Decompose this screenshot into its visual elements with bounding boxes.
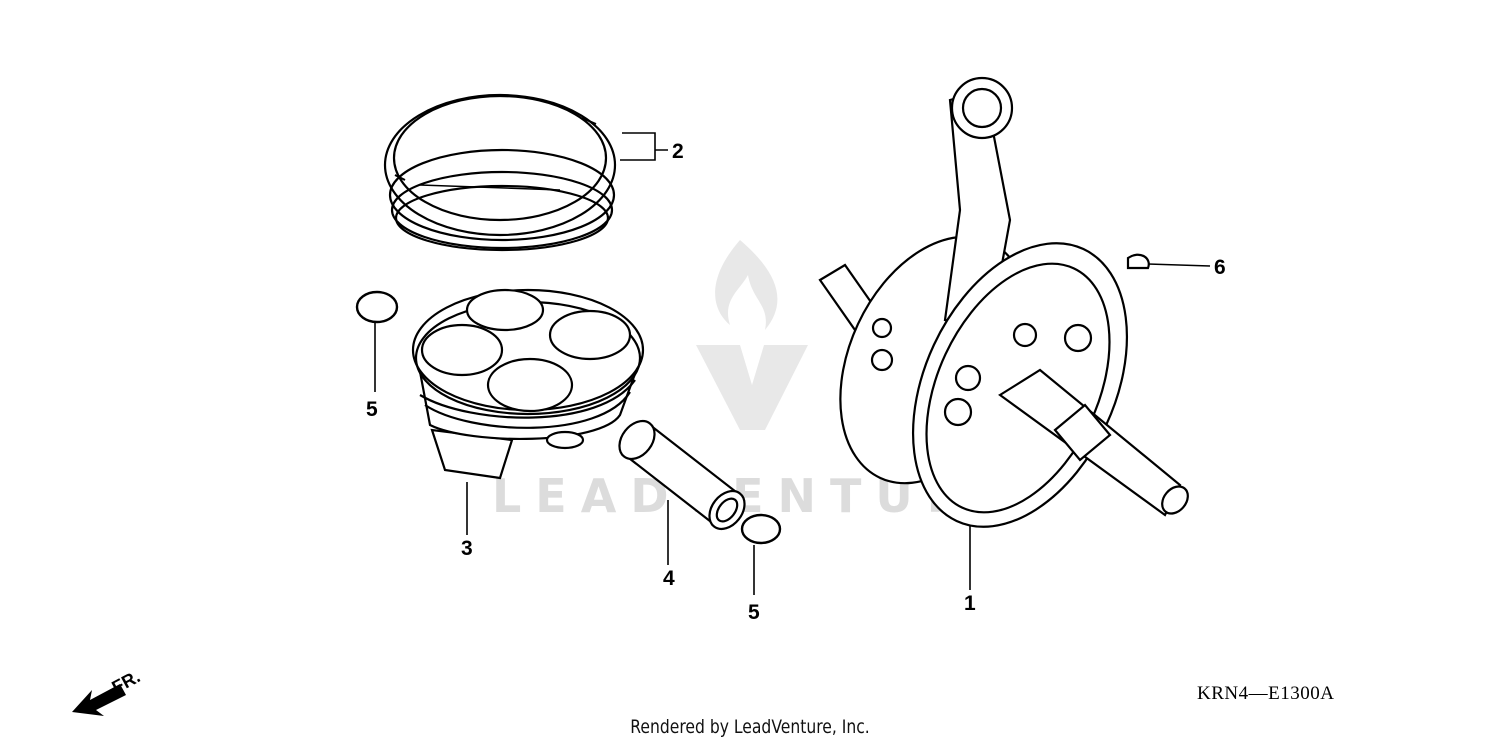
callout-5-left: 5 [366, 398, 378, 421]
footer-text: Rendered by LeadVenture, Inc. [630, 716, 870, 738]
callout-2: 2 [672, 140, 684, 163]
diagram-code: KRN4—E1300A [1197, 683, 1335, 704]
front-direction-indicator: FR. [72, 666, 143, 716]
leader-lines [374, 132, 1211, 595]
footer-credit: Rendered by LeadVenture, Inc. [0, 716, 1500, 738]
circlip-left [355, 290, 399, 324]
watermark-flame-icon [715, 240, 778, 330]
crankshaft-assembly [818, 76, 1189, 528]
piston-rings [383, 93, 617, 252]
callout-4: 4 [663, 567, 675, 590]
woodruff-key [1126, 253, 1150, 270]
callout-6: 6 [1214, 256, 1226, 279]
callout-1: 1 [964, 592, 976, 615]
callout-5-right: 5 [748, 601, 760, 624]
front-arrow-icon [72, 684, 126, 716]
watermark-v-icon [696, 345, 808, 430]
circlip-right [740, 513, 782, 545]
piston-pin [618, 419, 746, 531]
callout-3: 3 [461, 537, 473, 560]
piston [411, 288, 645, 480]
